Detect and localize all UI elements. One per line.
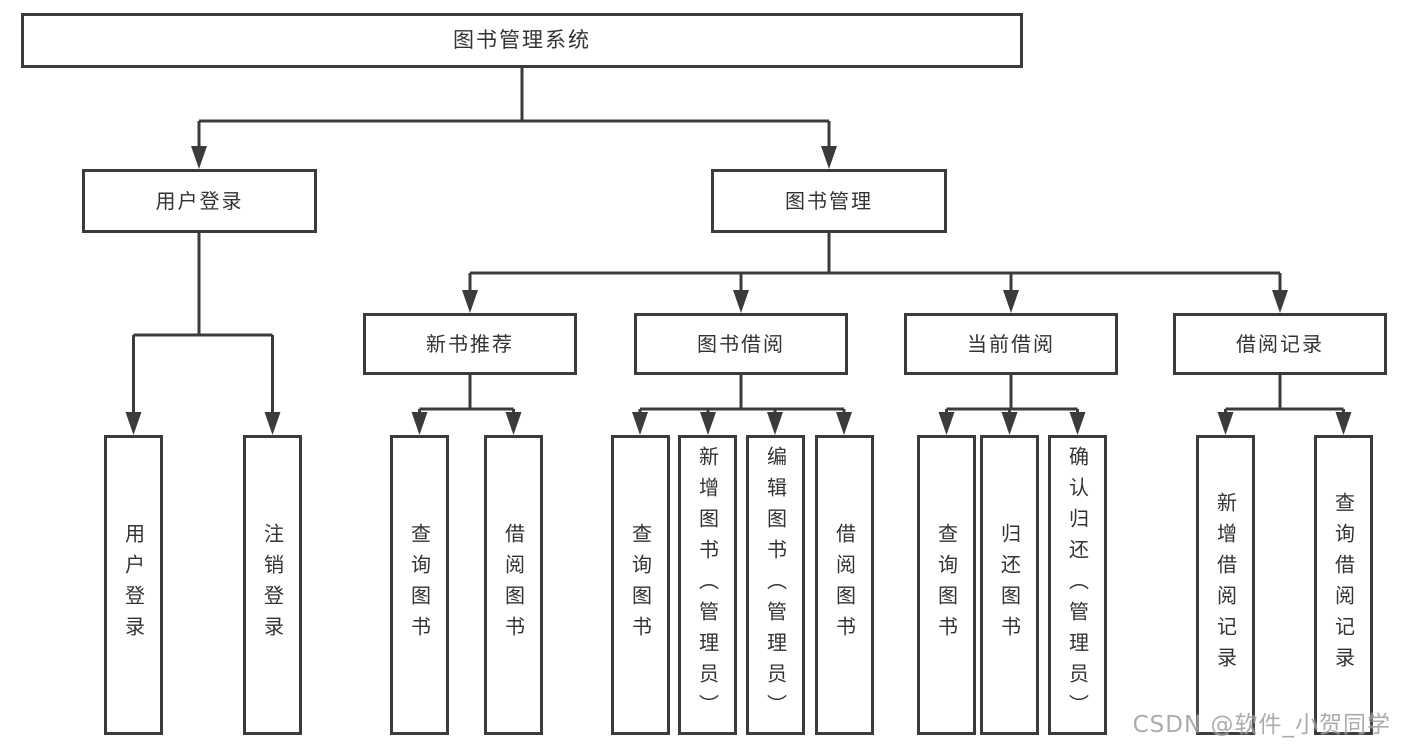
node-book-borrow: 图书借阅 [634, 313, 848, 375]
node-user-login: 用户登录 [82, 169, 317, 233]
watermark: CSDN @软件_小贺同学 [1132, 712, 1391, 738]
node-leaf-borrow-book-2: 借阅图书 [815, 435, 874, 735]
node-leaf-query-borrow-record: 查询借阅记录 [1314, 435, 1373, 735]
node-leaf-query-book-1: 查询图书 [390, 435, 449, 735]
node-book-management: 图书管理 [711, 169, 947, 233]
node-leaf-confirm-return-admin: 确认归还（管理员） [1048, 435, 1107, 735]
node-leaf-user-login: 用户登录 [104, 435, 163, 735]
node-leaf-edit-book-admin: 编辑图书（管理员） [746, 435, 805, 735]
node-leaf-query-book-3: 查询图书 [917, 435, 976, 735]
node-root: 图书管理系统 [21, 13, 1023, 68]
node-leaf-add-book-admin: 新增图书（管理员） [678, 435, 737, 735]
node-leaf-logout: 注销登录 [243, 435, 302, 735]
node-borrow-records: 借阅记录 [1173, 313, 1387, 375]
node-leaf-return-book: 归还图书 [980, 435, 1039, 735]
node-leaf-borrow-book-1: 借阅图书 [484, 435, 543, 735]
node-new-book-recommend: 新书推荐 [363, 313, 577, 375]
node-current-borrow: 当前借阅 [904, 313, 1118, 375]
node-leaf-query-book-2: 查询图书 [611, 435, 670, 735]
node-leaf-add-borrow-record: 新增借阅记录 [1196, 435, 1255, 735]
